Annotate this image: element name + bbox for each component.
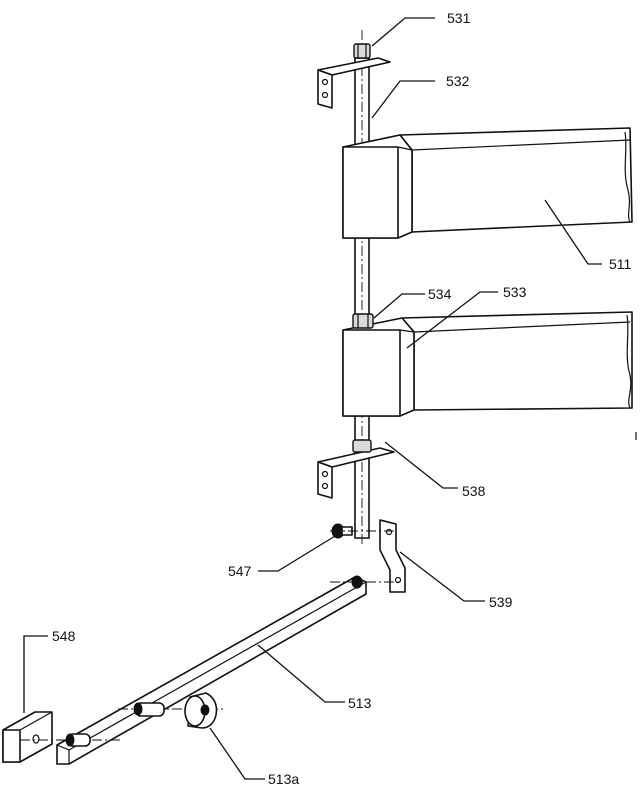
callout-531: 531 <box>447 10 471 26</box>
bracket-531 <box>317 43 391 109</box>
callout-534: 534 <box>428 286 452 302</box>
block-548 <box>2 711 53 763</box>
lower-hub-block <box>342 317 415 417</box>
callout-533: 533 <box>503 284 527 300</box>
leader-lines <box>23 17 602 780</box>
upper-hub-block <box>342 134 413 239</box>
callout-538: 538 <box>462 483 486 499</box>
arm-511 <box>399 127 633 233</box>
callout-511: 511 <box>609 256 632 272</box>
callout-513: 513 <box>348 695 372 711</box>
screw-547 <box>330 523 395 539</box>
pin-and-spacer-513a <box>20 692 225 747</box>
bar-513 <box>56 575 400 765</box>
threaded-rod-532 <box>354 30 370 545</box>
callout-labels: 531 532 511 534 533 538 547 539 548 513 … <box>52 10 632 787</box>
arm-533 <box>401 311 633 411</box>
callout-548: 548 <box>52 628 76 644</box>
clip-539 <box>379 519 406 593</box>
nut-534 <box>352 313 374 329</box>
callout-513a: 513a <box>268 771 299 787</box>
bracket-538 <box>317 439 395 499</box>
callout-547: 547 <box>228 563 252 579</box>
callout-539: 539 <box>489 594 513 610</box>
callout-532: 532 <box>446 73 470 89</box>
